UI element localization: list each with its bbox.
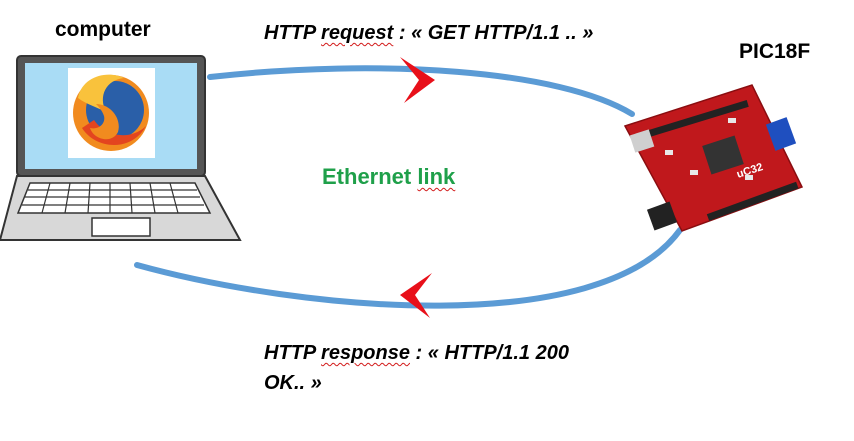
http-request-label: HTTP request : « GET HTTP/1.1 .. » bbox=[264, 22, 593, 45]
laptop-icon bbox=[0, 55, 242, 241]
request-word: request bbox=[321, 22, 394, 44]
response-prefix: HTTP bbox=[264, 342, 316, 364]
circuit-board-icon: uC32 bbox=[623, 84, 804, 232]
arrow-right-icon bbox=[400, 57, 435, 103]
browser-logo-icon bbox=[68, 68, 155, 158]
response-rest: : « HTTP/1.1 200 bbox=[409, 342, 569, 364]
http-response-label: HTTP response : « HTTP/1.1 200 OK.. » bbox=[264, 338, 569, 398]
link-word: link bbox=[417, 164, 456, 189]
request-arc bbox=[207, 65, 635, 117]
request-rest: : « GET HTTP/1.1 .. » bbox=[393, 22, 594, 44]
computer-label: computer bbox=[55, 18, 151, 41]
ethernet-link-label: Ethernet link bbox=[322, 164, 455, 190]
board-label: PIC18F bbox=[739, 40, 811, 63]
response-word: response bbox=[321, 342, 410, 364]
arrow-left-icon bbox=[400, 273, 432, 318]
response-arc bbox=[134, 227, 683, 309]
ethernet-word: Ethernet bbox=[322, 164, 412, 189]
response-line2: OK.. » bbox=[264, 372, 322, 394]
request-prefix: HTTP bbox=[264, 22, 316, 44]
